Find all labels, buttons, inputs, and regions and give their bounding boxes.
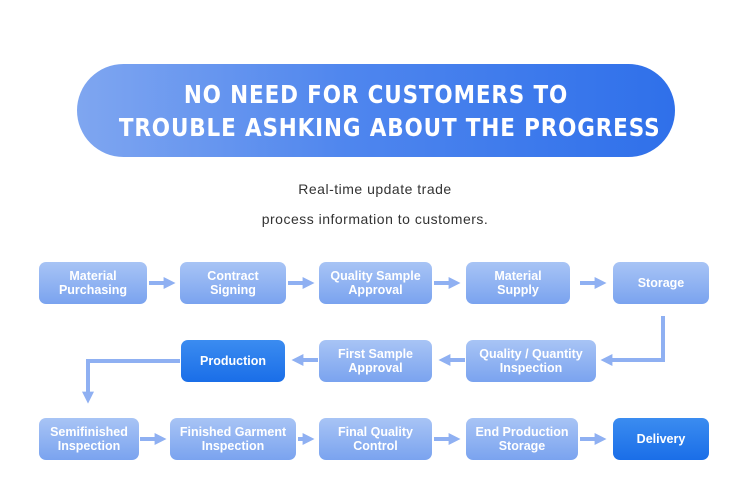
step-material-purchasing: Material Purchasing bbox=[39, 262, 147, 304]
step-storage: Storage bbox=[613, 262, 709, 304]
step-final-quality-control: Final Quality Control bbox=[319, 418, 432, 460]
step-label: Quality / Quantity Inspection bbox=[479, 347, 583, 375]
step-label: Storage bbox=[637, 276, 685, 290]
step-delivery: Delivery bbox=[613, 418, 709, 460]
step-contract-signing: Contract Signing bbox=[180, 262, 286, 304]
step-label: First Sample Approval bbox=[337, 347, 414, 375]
step-quality-sample-approval: Quality Sample Approval bbox=[319, 262, 432, 304]
step-label: Contract Signing bbox=[207, 269, 259, 297]
step-semifinished-inspection: Semifinished Inspection bbox=[39, 418, 139, 460]
headline-line-2: TROUBLE ASHKING ABOUT THE PROGRESS bbox=[118, 112, 661, 142]
step-label: Production bbox=[200, 354, 266, 368]
step-label: Material Supply bbox=[494, 269, 542, 297]
step-label: Final Quality Control bbox=[337, 425, 413, 453]
step-label: Finished Garment Inspection bbox=[179, 425, 287, 453]
step-material-supply: Material Supply bbox=[466, 262, 570, 304]
step-label: Delivery bbox=[636, 432, 686, 446]
headline-line-1: NO NEED FOR CUSTOMERS TO bbox=[183, 79, 569, 109]
headline-banner: NO NEED FOR CUSTOMERS TO TROUBLE ASHKING… bbox=[77, 64, 675, 157]
step-production: Production bbox=[181, 340, 285, 382]
step-label: Material Purchasing bbox=[58, 269, 128, 297]
step-first-sample-approval: First Sample Approval bbox=[319, 340, 432, 382]
flow-arrow bbox=[600, 316, 665, 366]
subtitle-line-2: process information to customers. bbox=[261, 211, 489, 227]
step-label: Quality Sample Approval bbox=[330, 269, 421, 297]
subtitle-line-1: Real-time update trade bbox=[298, 181, 452, 197]
step-label: Semifinished Inspection bbox=[50, 425, 128, 453]
step-end-production-storage: End Production Storage bbox=[466, 418, 578, 460]
step-finished-garment-inspection: Finished Garment Inspection bbox=[170, 418, 296, 460]
step-label: End Production Storage bbox=[475, 425, 569, 453]
step-quality-quantity-inspection: Quality / Quantity Inspection bbox=[466, 340, 596, 382]
flow-arrow bbox=[82, 359, 180, 404]
